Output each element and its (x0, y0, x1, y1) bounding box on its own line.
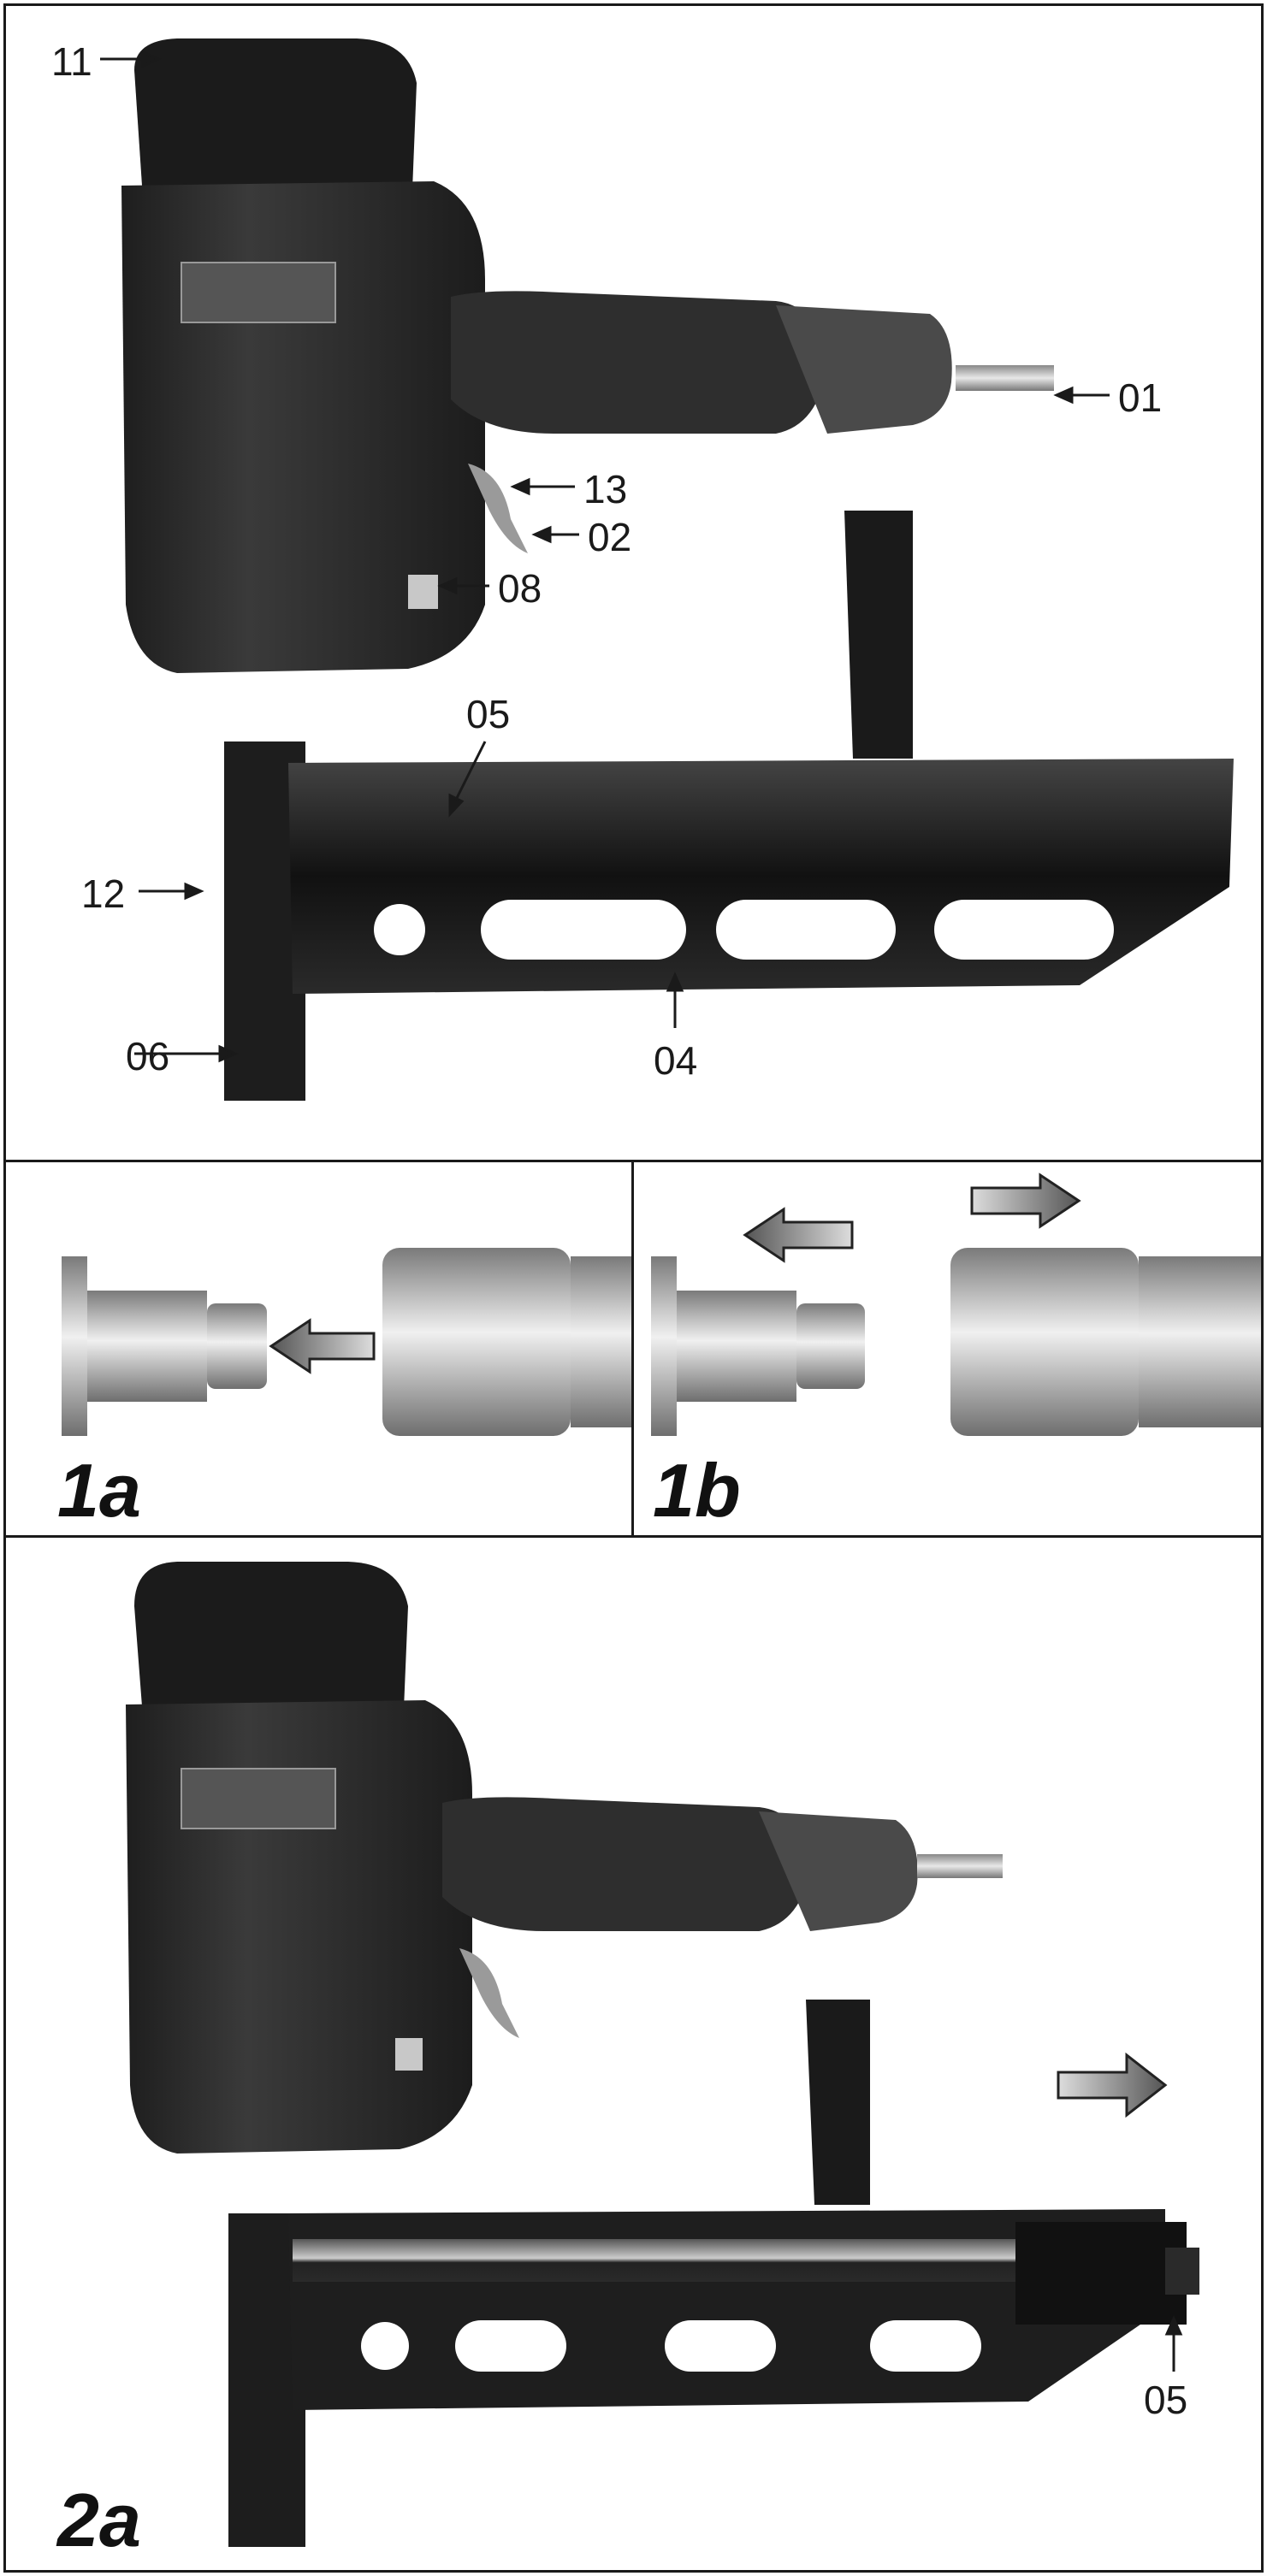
magazine-hole (374, 904, 425, 955)
top-cap (134, 38, 417, 198)
fig-label-2a: 2a (57, 2478, 141, 2562)
fig-1a-panel: 1a (6, 1162, 631, 1535)
coupling-connect-illustration (62, 1248, 631, 1436)
model-plate (181, 262, 336, 323)
grip-handle (451, 291, 827, 434)
coupling-disconnect-illustration (651, 1173, 1261, 1436)
handle-rear (776, 305, 952, 434)
callout-02: 02 (588, 515, 632, 559)
divider-middle (631, 1160, 634, 1536)
callout-12: 12 (81, 871, 126, 916)
callout-08: 08 (498, 566, 542, 611)
magazine-strut (844, 511, 913, 759)
magazine-slot-2 (716, 900, 896, 960)
divider-bottom (3, 1535, 1264, 1538)
trigger (468, 464, 528, 553)
callout-05-fig2a: 05 (1144, 2378, 1188, 2422)
nailer-magazine-open-illustration (126, 1562, 1199, 2547)
air-fitting (956, 365, 1054, 391)
fig-2a-panel: 05 2a (6, 1538, 1261, 2570)
callout-05: 05 (466, 692, 511, 736)
callout-04: 04 (654, 1038, 698, 1083)
callout-arrows (100, 50, 1110, 1063)
fig-1b-panel: 1b (634, 1162, 1261, 1535)
page-frame (3, 3, 1264, 2573)
fig-label-1a: 1a (57, 1448, 141, 1533)
safety-switch (408, 575, 438, 609)
fig-label-1b: 1b (653, 1448, 741, 1533)
magazine-slot-3 (934, 900, 1114, 960)
main-figure-panel: 11 01 13 02 08 05 12 06 04 (6, 6, 1261, 1160)
callout-11: 11 (51, 39, 92, 84)
callout-06: 06 (126, 1034, 170, 1078)
nailer-illustration (100, 38, 1234, 1101)
magazine-slot-1 (481, 900, 686, 960)
callout-13: 13 (583, 467, 628, 511)
callout-01: 01 (1118, 375, 1163, 420)
